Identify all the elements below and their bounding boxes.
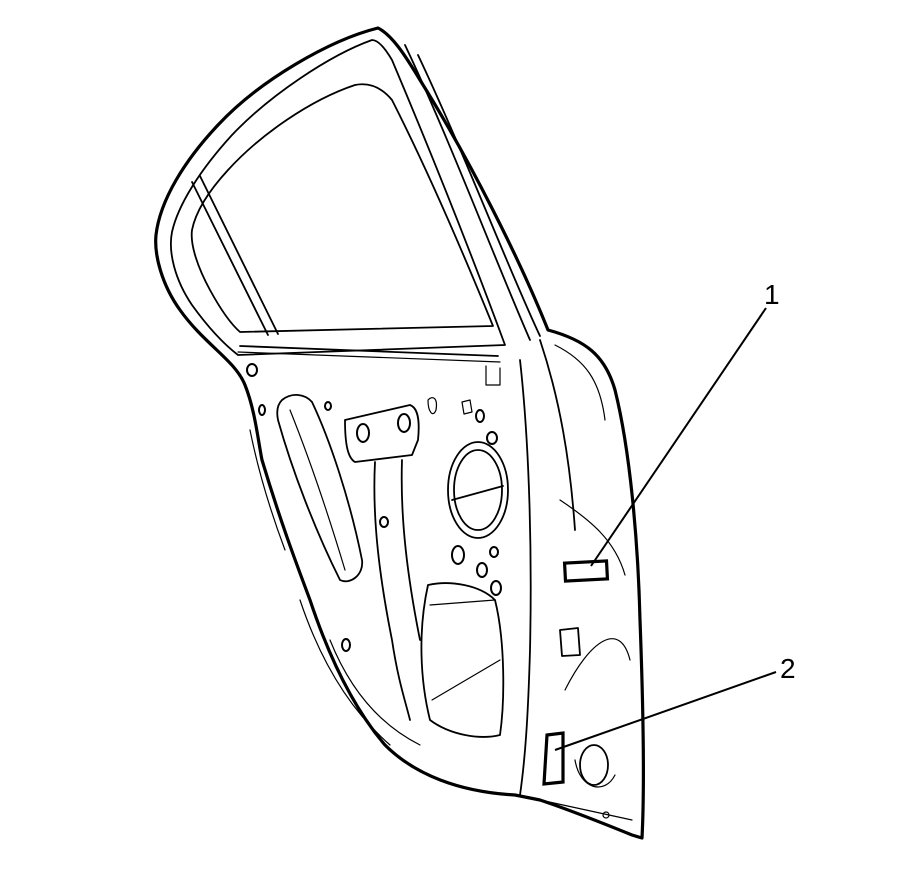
window-frame	[170, 39, 541, 386]
callout-2-label: 2	[780, 653, 796, 684]
callout-1-leader	[590, 307, 767, 567]
callout-1-label: 1	[764, 279, 780, 310]
part-2-highlight	[542, 731, 565, 786]
part-1-highlight	[562, 559, 610, 583]
callout-2-leader	[554, 671, 777, 751]
door-outline	[154, 26, 646, 840]
inner-panel-details	[246, 339, 633, 821]
